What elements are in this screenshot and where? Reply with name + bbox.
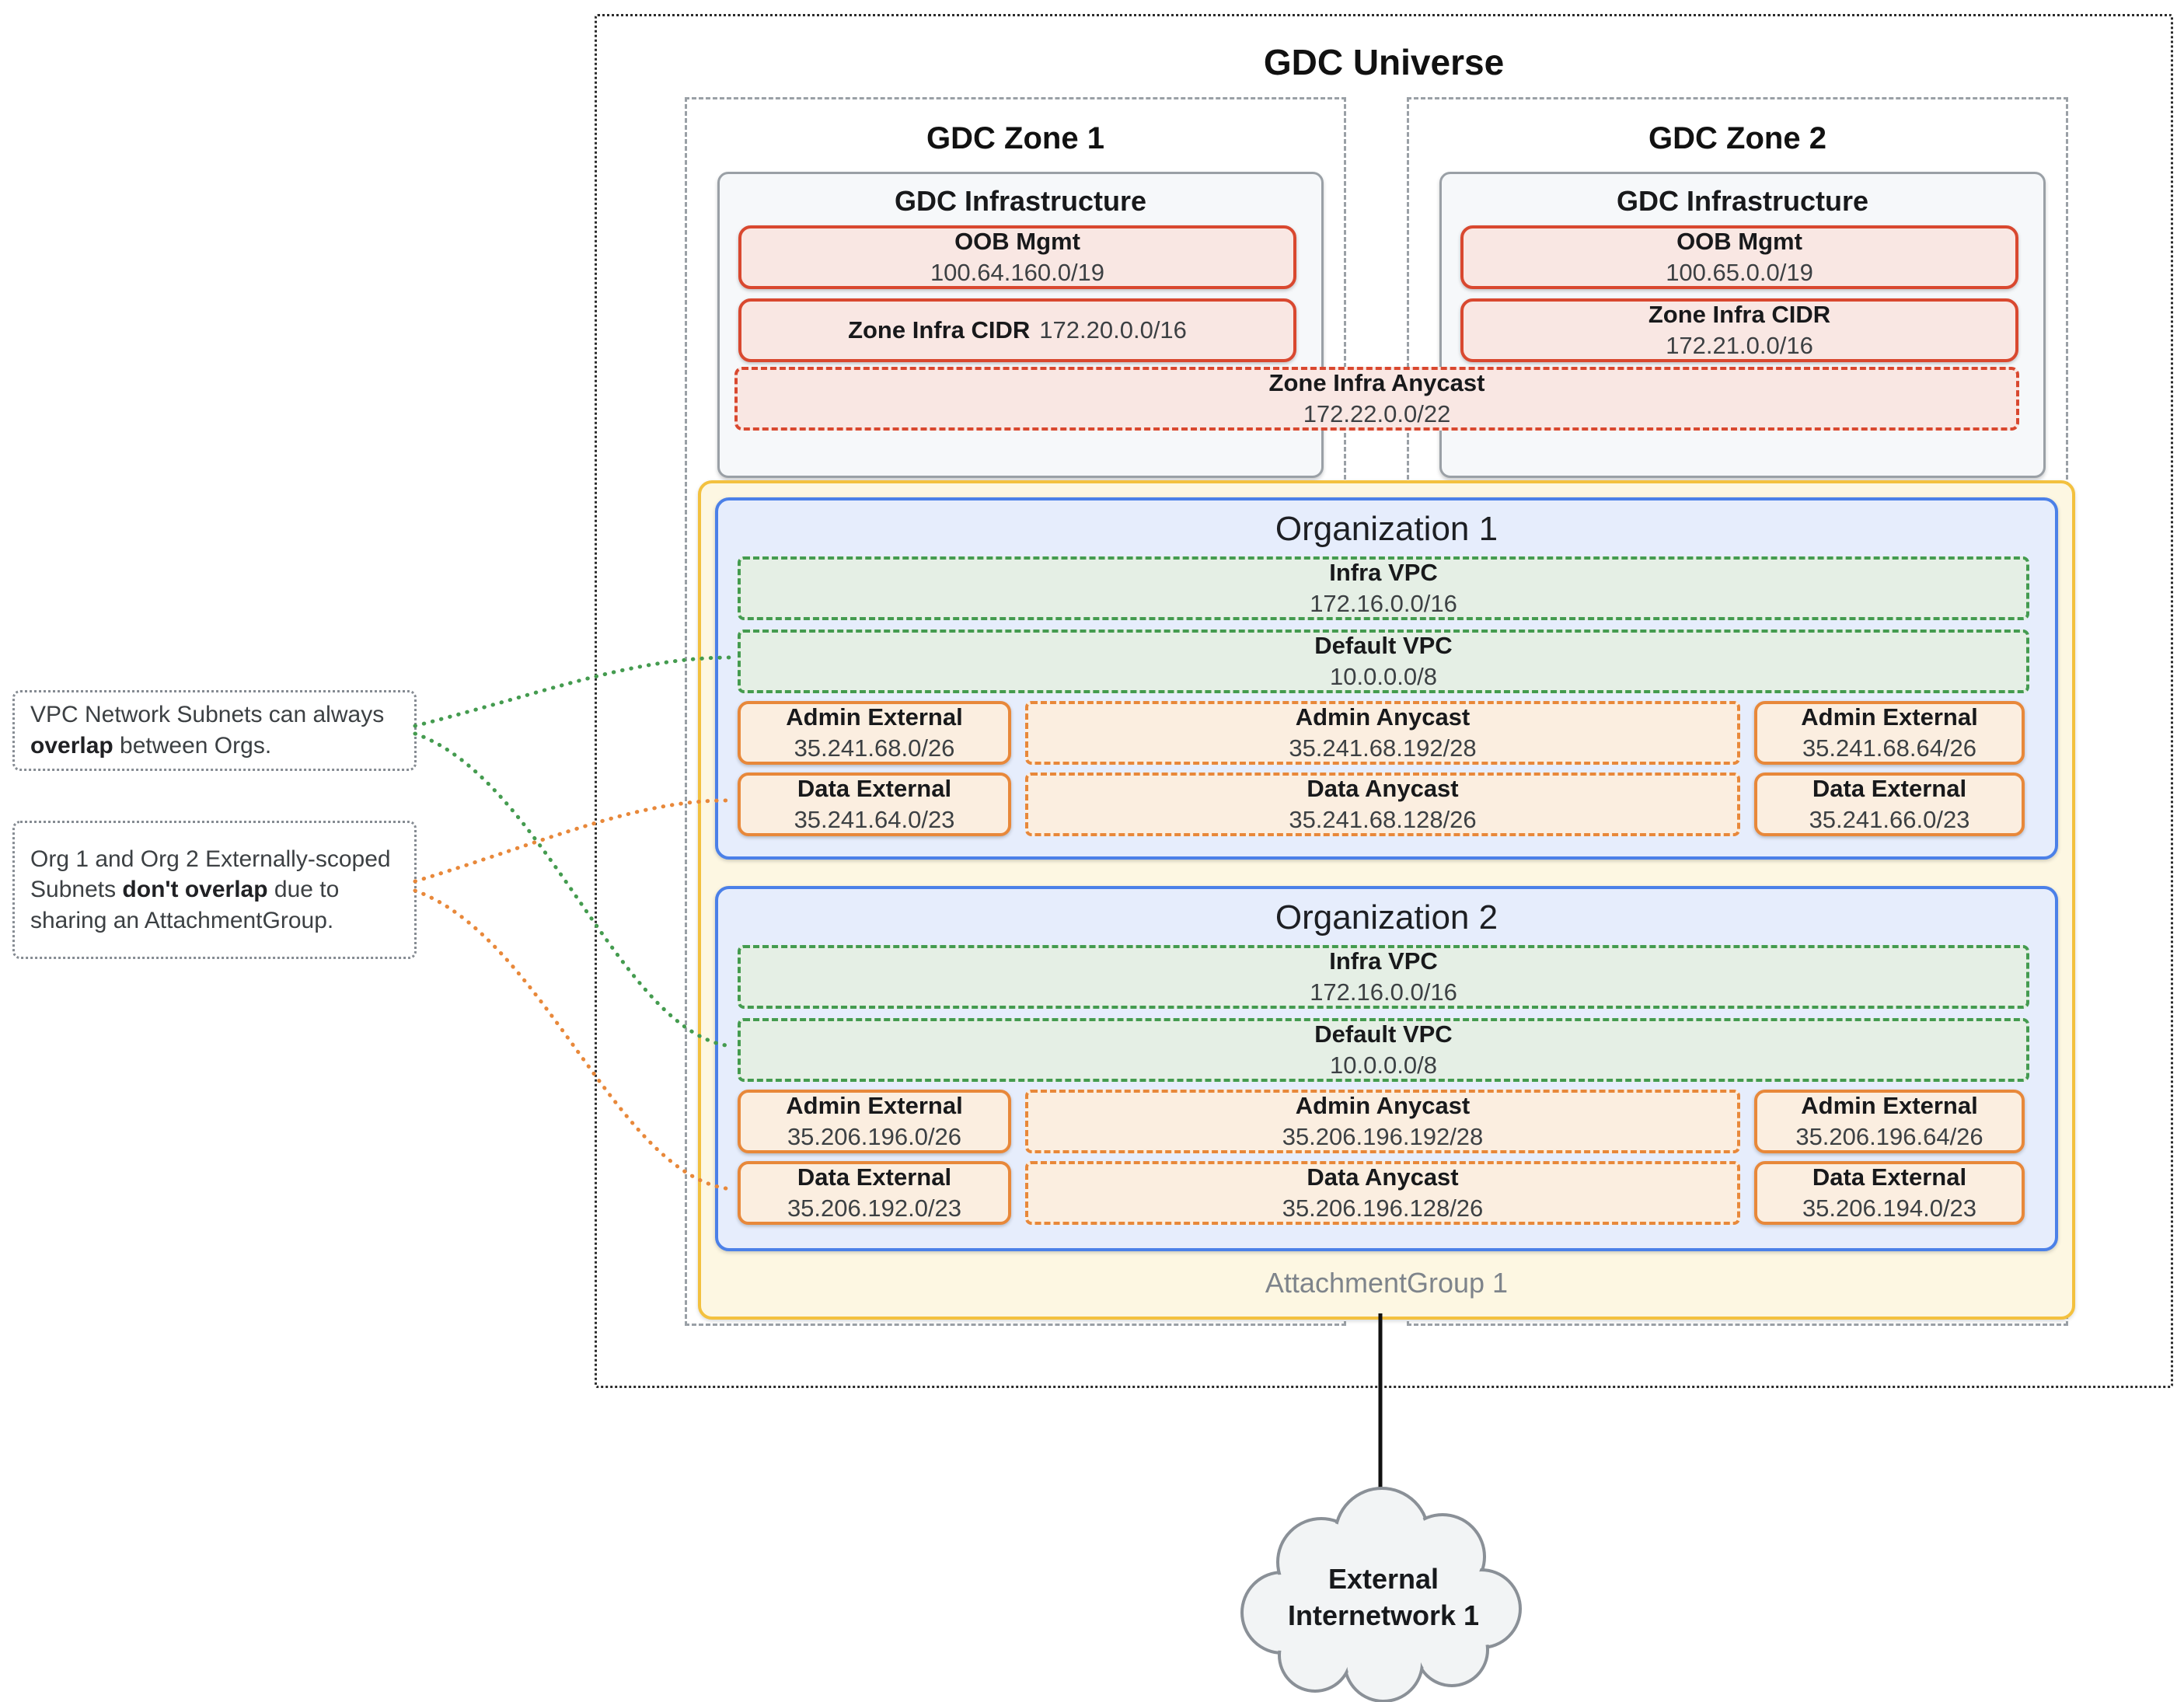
external-internetwork-label: External Internetwork 1 bbox=[1267, 1561, 1500, 1634]
org2-admin-external-right-cidr: 35.206.196.64/26 bbox=[1795, 1123, 1983, 1150]
org2-data-anycast-label: Data Anycast bbox=[1307, 1163, 1459, 1191]
oob-mgmt-1-box: OOB Mgmt 100.64.160.0/19 bbox=[738, 225, 1296, 289]
zone-infra-anycast-label: Zone Infra Anycast bbox=[1268, 369, 1485, 396]
org1-admin-external-left-label: Admin External bbox=[786, 703, 963, 731]
oob-mgmt-2-label: OOB Mgmt bbox=[1676, 228, 1802, 255]
zone-infra-cidr-1-label: Zone Infra CIDR bbox=[848, 316, 1031, 344]
oob-mgmt-2-cidr: 100.65.0.0/19 bbox=[1666, 259, 1813, 286]
organization-1-container: Organization 1 Infra VPC 172.16.0.0/16 D… bbox=[715, 497, 2058, 860]
annotation-overlap-note: VPC Network Subnets can always overlap b… bbox=[12, 690, 417, 771]
org2-infra-vpc-cidr: 172.16.0.0/16 bbox=[1310, 978, 1457, 1006]
infrastructure-1-title: GDC Infrastructure bbox=[894, 185, 1147, 217]
org1-admin-anycast-cidr: 35.241.68.192/28 bbox=[1289, 734, 1477, 762]
organization-2-container: Organization 2 Infra VPC 172.16.0.0/16 D… bbox=[715, 886, 2058, 1251]
org1-admin-external-right-label: Admin External bbox=[1801, 703, 1978, 731]
org1-admin-anycast-box: Admin Anycast 35.241.68.192/28 bbox=[1025, 701, 1740, 765]
org2-admin-external-left-box: Admin External 35.206.196.0/26 bbox=[738, 1090, 1011, 1153]
org1-infra-vpc-cidr: 172.16.0.0/16 bbox=[1310, 590, 1457, 617]
org2-infra-vpc-box: Infra VPC 172.16.0.0/16 bbox=[738, 945, 2029, 1009]
org1-admin-external-left-cidr: 35.241.68.0/26 bbox=[794, 734, 955, 762]
org2-admin-external-left-label: Admin External bbox=[786, 1092, 963, 1119]
zone-infra-cidr-1-box: Zone Infra CIDR 172.20.0.0/16 bbox=[738, 298, 1296, 362]
external-internetwork-label-line2: Internetwork 1 bbox=[1287, 1599, 1480, 1631]
org1-default-vpc-label: Default VPC bbox=[1314, 632, 1453, 659]
org2-data-external-left-label: Data External bbox=[797, 1163, 952, 1191]
zone-infra-cidr-2-value: 172.21.0.0/16 bbox=[1666, 332, 1813, 359]
org1-data-external-right-cidr: 35.241.66.0/23 bbox=[1809, 806, 1970, 833]
org2-infra-vpc-label: Infra VPC bbox=[1329, 947, 1438, 975]
org2-default-vpc-label: Default VPC bbox=[1314, 1020, 1453, 1048]
org1-infra-vpc-box: Infra VPC 172.16.0.0/16 bbox=[738, 556, 2029, 620]
org2-admin-external-left-cidr: 35.206.196.0/26 bbox=[787, 1123, 962, 1150]
org1-admin-external-right-cidr: 35.241.68.64/26 bbox=[1802, 734, 1977, 762]
universe-title: GDC Universe bbox=[1263, 42, 1505, 82]
zone-infra-cidr-2-box: Zone Infra CIDR 172.21.0.0/16 bbox=[1460, 298, 2018, 362]
organization-1-title: Organization 1 bbox=[1275, 510, 1498, 548]
org2-default-vpc-cidr: 10.0.0.0/8 bbox=[1330, 1052, 1437, 1079]
org2-data-external-left-box: Data External 35.206.192.0/23 bbox=[738, 1161, 1011, 1225]
oob-mgmt-1-label: OOB Mgmt bbox=[954, 228, 1080, 255]
org2-admin-anycast-label: Admin Anycast bbox=[1295, 1092, 1471, 1119]
org2-admin-anycast-cidr: 35.206.196.192/28 bbox=[1282, 1123, 1484, 1150]
organization-2-title: Organization 2 bbox=[1275, 898, 1498, 936]
org2-data-external-left-cidr: 35.206.192.0/23 bbox=[787, 1195, 962, 1222]
gdc-infrastructure-1-container: GDC Infrastructure OOB Mgmt 100.64.160.0… bbox=[717, 172, 1324, 478]
annotation-overlap-text: VPC Network Subnets can always overlap b… bbox=[30, 702, 385, 759]
org1-infra-vpc-label: Infra VPC bbox=[1329, 559, 1438, 586]
annotation-no-overlap-text: Org 1 and Org 2 Externally-scoped Subnet… bbox=[30, 846, 391, 933]
org1-default-vpc-cidr: 10.0.0.0/8 bbox=[1330, 663, 1437, 690]
org1-admin-anycast-label: Admin Anycast bbox=[1295, 703, 1471, 731]
zone-infra-cidr-1-value: 172.20.0.0/16 bbox=[1039, 316, 1187, 344]
org2-data-anycast-cidr: 35.206.196.128/26 bbox=[1282, 1195, 1484, 1222]
org1-data-external-left-box: Data External 35.241.64.0/23 bbox=[738, 773, 1011, 836]
org2-default-vpc-box: Default VPC 10.0.0.0/8 bbox=[738, 1018, 2029, 1082]
org2-data-external-right-box: Data External 35.206.194.0/23 bbox=[1754, 1161, 2025, 1225]
oob-mgmt-2-box: OOB Mgmt 100.65.0.0/19 bbox=[1460, 225, 2018, 289]
org1-data-external-left-label: Data External bbox=[797, 775, 952, 802]
zone-1-title: GDC Zone 1 bbox=[926, 121, 1104, 155]
org1-data-anycast-box: Data Anycast 35.241.68.128/26 bbox=[1025, 773, 1740, 836]
gdc-zone-1-container: GDC Zone 1 GDC Infrastructure OOB Mgmt 1… bbox=[685, 97, 1346, 1326]
zone-2-title: GDC Zone 2 bbox=[1648, 121, 1826, 155]
org1-default-vpc-box: Default VPC 10.0.0.0/8 bbox=[738, 630, 2029, 693]
zone-infra-anycast-box: Zone Infra Anycast 172.22.0.0/22 bbox=[734, 367, 2019, 431]
org1-data-external-right-label: Data External bbox=[1812, 775, 1967, 802]
org1-data-anycast-cidr: 35.241.68.128/26 bbox=[1289, 806, 1477, 833]
zone-infra-cidr-2-label: Zone Infra CIDR bbox=[1648, 301, 1831, 328]
org1-admin-external-left-box: Admin External 35.241.68.0/26 bbox=[738, 701, 1011, 765]
infrastructure-2-title: GDC Infrastructure bbox=[1616, 185, 1869, 217]
org1-admin-external-right-box: Admin External 35.241.68.64/26 bbox=[1754, 701, 2025, 765]
zone-infra-anycast-cidr: 172.22.0.0/22 bbox=[1303, 400, 1451, 427]
attachment-group-label: AttachmentGroup 1 bbox=[1265, 1267, 1509, 1299]
org1-data-external-right-box: Data External 35.241.66.0/23 bbox=[1754, 773, 2025, 836]
org2-data-external-right-cidr: 35.206.194.0/23 bbox=[1802, 1195, 1977, 1222]
oob-mgmt-1-cidr: 100.64.160.0/19 bbox=[930, 259, 1105, 286]
org1-data-anycast-label: Data Anycast bbox=[1307, 775, 1459, 802]
org2-data-anycast-box: Data Anycast 35.206.196.128/26 bbox=[1025, 1161, 1740, 1225]
external-internetwork-label-line1: External bbox=[1327, 1563, 1439, 1595]
org2-admin-external-right-label: Admin External bbox=[1801, 1092, 1978, 1119]
annotation-no-overlap-note: Org 1 and Org 2 Externally-scoped Subnet… bbox=[12, 821, 417, 959]
org2-admin-external-right-box: Admin External 35.206.196.64/26 bbox=[1754, 1090, 2025, 1153]
org1-data-external-left-cidr: 35.241.64.0/23 bbox=[794, 806, 955, 833]
org2-data-external-right-label: Data External bbox=[1812, 1163, 1967, 1191]
org2-admin-anycast-box: Admin Anycast 35.206.196.192/28 bbox=[1025, 1090, 1740, 1153]
gdc-infrastructure-2-container: GDC Infrastructure OOB Mgmt 100.65.0.0/1… bbox=[1439, 172, 2046, 478]
